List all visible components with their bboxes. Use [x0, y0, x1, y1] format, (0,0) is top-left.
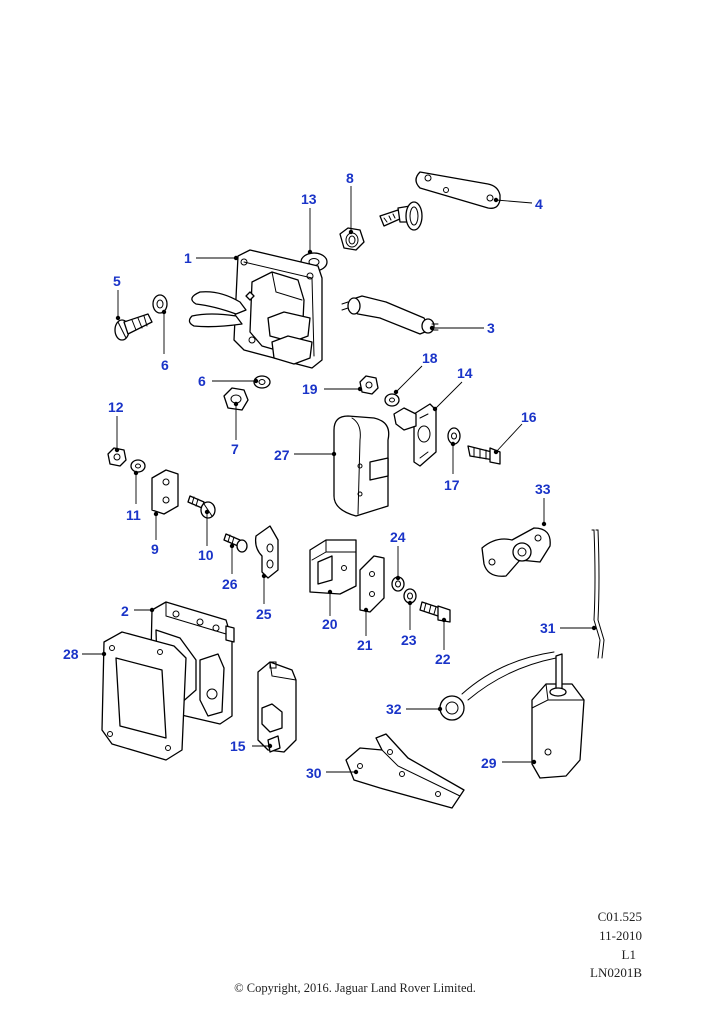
callout-9[interactable]: 9: [151, 541, 159, 557]
part-14-striker-plate: [393, 403, 437, 467]
part-10-screw: [187, 495, 216, 519]
part-5-screw: [114, 313, 153, 341]
callout-21[interactable]: 21: [357, 637, 373, 653]
part-26-screw: [223, 533, 248, 553]
callout-16[interactable]: 16: [521, 409, 537, 425]
callout-12[interactable]: 12: [108, 399, 124, 415]
part-24-washer: [391, 576, 405, 592]
callout-31[interactable]: 31: [540, 620, 556, 636]
callout-22[interactable]: 22: [435, 651, 451, 667]
callout-2[interactable]: 2: [121, 603, 129, 619]
callout-19[interactable]: 19: [302, 381, 318, 397]
callout-6b[interactable]: 6: [198, 373, 206, 389]
ref-code: C01.525: [597, 909, 642, 924]
part-28-gasket: [101, 631, 187, 761]
callout-27[interactable]: 27: [274, 447, 290, 463]
key: [379, 201, 423, 231]
part-18-washer: [384, 393, 400, 407]
callout-33[interactable]: 33: [535, 481, 551, 497]
part-1-door-lock: [188, 249, 323, 369]
callout-17[interactable]: 17: [444, 477, 460, 493]
part-8-nut: [339, 227, 365, 251]
ref-level: L1: [621, 947, 636, 962]
callout-20[interactable]: 20: [322, 616, 338, 632]
callout-23[interactable]: 23: [401, 632, 417, 648]
callout-3[interactable]: 3: [487, 320, 495, 336]
part-12-nut: [107, 447, 127, 467]
part-15-latch-block: [257, 661, 297, 753]
part-9-plate: [151, 469, 179, 515]
callout-14[interactable]: 14: [457, 365, 473, 381]
callout-7[interactable]: 7: [231, 441, 239, 457]
ref-date: 11-2010: [599, 928, 642, 943]
part-6-washer-upper: [152, 294, 168, 314]
callout-26[interactable]: 26: [222, 576, 238, 592]
callout-30[interactable]: 30: [306, 765, 322, 781]
callout-13[interactable]: 13: [301, 191, 317, 207]
callout-6a[interactable]: 6: [161, 357, 169, 373]
part-31-rod: [591, 529, 605, 659]
part-7-nut: [223, 387, 249, 411]
part-25-bracket: [254, 525, 279, 579]
callout-1[interactable]: 1: [184, 250, 192, 266]
ref-drawing-number: LN0201B: [590, 965, 642, 980]
part-32-grommet: [439, 695, 465, 721]
part-6-washer-lower: [253, 375, 271, 389]
part-22-bolt: [419, 601, 451, 623]
part-23-washer: [403, 588, 417, 604]
part-33-mount: [481, 527, 551, 577]
part-4-link-bracket: [415, 171, 501, 209]
part-20-catch: [309, 539, 357, 595]
callout-5[interactable]: 5: [113, 273, 121, 289]
callout-25[interactable]: 25: [256, 606, 272, 622]
callout-32[interactable]: 32: [386, 701, 402, 717]
cable: [461, 651, 557, 701]
part-3-rod: [341, 295, 439, 335]
part-16-bolt: [467, 445, 501, 465]
callout-24[interactable]: 24: [390, 529, 406, 545]
callout-8[interactable]: 8: [346, 170, 354, 186]
leader-lines: [82, 186, 597, 775]
callout-18[interactable]: 18: [422, 350, 438, 366]
callout-labels: 1 2 3 4 5 6 6 7 8 9 10 11 12 13 14 15 16…: [63, 170, 556, 781]
part-19-nut: [359, 375, 379, 395]
callout-29[interactable]: 29: [481, 755, 497, 771]
part-29-actuator: [531, 653, 585, 779]
part-11-washer: [130, 459, 146, 473]
copyright-notice: © Copyright, 2016. Jaguar Land Rover Lim…: [234, 981, 476, 995]
callout-10[interactable]: 10: [198, 547, 214, 563]
callout-4[interactable]: 4: [535, 196, 543, 212]
callout-11[interactable]: 11: [126, 507, 141, 523]
callout-15[interactable]: 15: [230, 738, 246, 754]
part-27-cover: [333, 415, 390, 517]
callout-28[interactable]: 28: [63, 646, 79, 662]
part-21-plate: [359, 555, 385, 613]
part-30-mounting-plate: [345, 733, 465, 809]
part-17-washer: [447, 427, 461, 445]
